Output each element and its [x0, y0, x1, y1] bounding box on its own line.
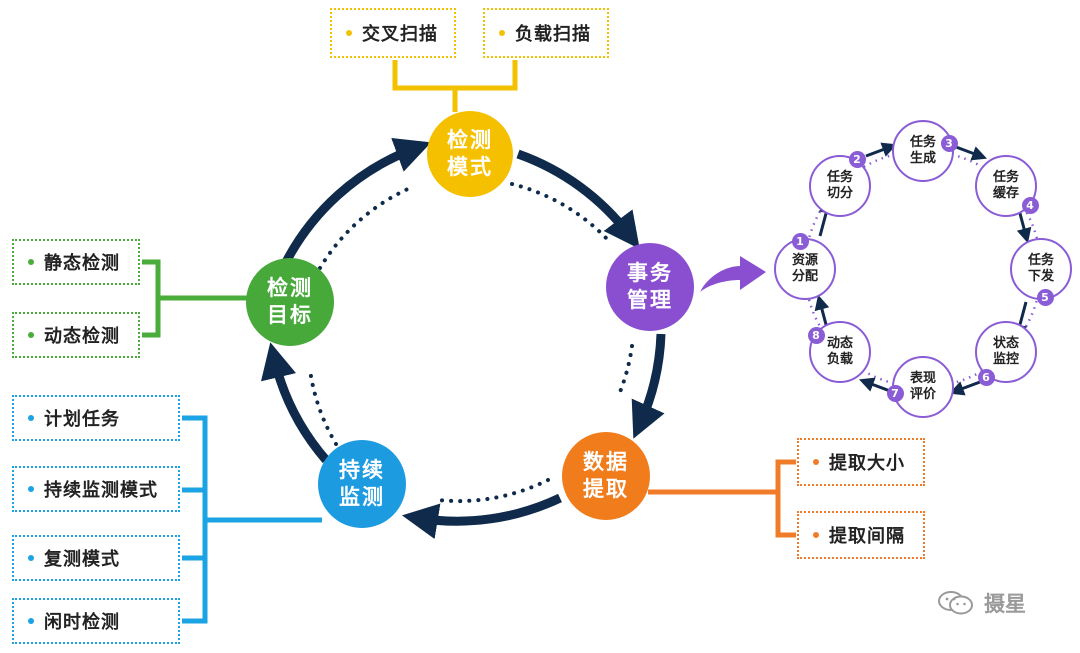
step-number-badge: 2 — [848, 150, 866, 168]
sub-node-line: 切分 — [826, 186, 853, 201]
sub-node-line: 生成 — [909, 151, 936, 166]
node-transaction-mgmt: 事务 管理 — [606, 243, 694, 331]
node-line: 检测 — [267, 276, 313, 300]
node-line: 数据 — [583, 450, 629, 474]
sub-node-line: 状态 — [992, 336, 1019, 351]
node-line: 管理 — [627, 288, 673, 312]
bullet-dot — [28, 555, 34, 561]
sub-node-line: 动态 — [826, 336, 853, 351]
sub-node-line: 任务 — [1027, 253, 1054, 268]
option-label: 复测模式 — [44, 549, 120, 570]
step-number-badge: 5 — [1036, 288, 1054, 306]
sub-node-line: 下发 — [1027, 269, 1054, 284]
bullet-dot — [346, 30, 352, 36]
node-line: 目标 — [267, 303, 313, 327]
option-extract-size: 提取大小 — [797, 438, 925, 486]
sub-node-line: 任务 — [909, 135, 936, 150]
bullet-dot — [28, 259, 34, 265]
option-load-scan: 负载扫描 — [483, 8, 609, 58]
option-label: 计划任务 — [44, 409, 120, 430]
sub-node-line: 表现 — [909, 371, 936, 386]
option-retest-mode: 复测模式 — [12, 535, 180, 581]
option-label: 负载扫描 — [515, 24, 591, 45]
option-static-detect: 静态检测 — [12, 239, 140, 285]
arc-target-to-mode — [278, 137, 432, 270]
sub-node-line: 监控 — [992, 352, 1019, 367]
sub-node-line: 负载 — [826, 352, 853, 367]
arc-transaction-to-extract — [631, 333, 666, 439]
option-label: 提取间隔 — [829, 526, 905, 547]
bullet-dot — [28, 486, 34, 492]
bottom-left-connector — [182, 415, 322, 624]
node-line: 监测 — [339, 485, 385, 509]
step-number-badge: 1 — [791, 232, 809, 250]
option-dynamic-detect: 动态检测 — [12, 312, 140, 358]
option-label: 静态检测 — [44, 253, 120, 274]
watermark: 摄星 — [936, 588, 1026, 618]
transaction-to-subcycle-arrow — [700, 256, 766, 292]
node-line: 持续 — [339, 458, 385, 482]
sub-node-line: 任务 — [992, 170, 1019, 185]
step-number-badge: 7 — [886, 384, 904, 402]
sub-node-dynamic-load: 动态 负载 — [809, 321, 871, 383]
bullet-dot — [813, 532, 819, 538]
step-number-badge: 4 — [1021, 196, 1039, 214]
sub-node-line: 资源 — [791, 253, 818, 268]
option-label: 提取大小 — [829, 453, 905, 474]
main-cycle-dotted-inner — [308, 182, 634, 504]
option-label: 闲时检测 — [44, 612, 120, 633]
bullet-dot — [28, 332, 34, 338]
node-line: 事务 — [627, 261, 673, 285]
node-continuous-monitor: 持续 监测 — [318, 440, 406, 528]
main-cycle-arrows — [261, 137, 666, 539]
right-connector — [648, 459, 796, 538]
sub-node-line: 任务 — [826, 170, 853, 185]
bullet-dot — [499, 30, 505, 36]
option-label: 交叉扫描 — [362, 24, 438, 45]
step-number-badge: 6 — [977, 368, 995, 386]
option-idle-detect: 闲时检测 — [12, 598, 180, 644]
sub-node-line: 分配 — [791, 269, 818, 284]
node-line: 检测 — [447, 128, 493, 152]
option-continuous-mode: 持续监测模式 — [12, 466, 180, 512]
node-detect-mode: 检测 模式 — [427, 111, 513, 197]
node-detect-target: 检测 目标 — [246, 258, 334, 346]
sub-node-task-generate: 任务 生成 — [892, 120, 954, 182]
option-label: 动态检测 — [44, 326, 120, 347]
sub-node-line: 缓存 — [992, 186, 1019, 201]
left-connector — [142, 259, 248, 338]
bullet-dot — [28, 415, 34, 421]
top-connector — [392, 60, 518, 112]
wechat-icon — [938, 591, 973, 615]
watermark-text: 摄星 — [984, 592, 1026, 616]
step-number-badge: 8 — [807, 326, 825, 344]
node-line: 提取 — [583, 477, 629, 501]
bullet-dot — [813, 459, 819, 465]
node-line: 模式 — [447, 155, 493, 179]
node-data-extract: 数据 提取 — [562, 432, 650, 520]
arc-monitor-to-target — [261, 342, 330, 463]
option-cross-scan: 交叉扫描 — [330, 8, 456, 58]
arc-extract-to-monitor — [402, 493, 562, 539]
option-scheduled-task: 计划任务 — [12, 395, 180, 441]
option-extract-interval: 提取间隔 — [797, 511, 925, 559]
option-label: 持续监测模式 — [44, 480, 158, 501]
step-number-badge: 3 — [940, 134, 958, 152]
arc-mode-to-transaction — [516, 149, 640, 249]
sub-node-line: 评价 — [909, 387, 936, 402]
bullet-dot — [28, 618, 34, 624]
